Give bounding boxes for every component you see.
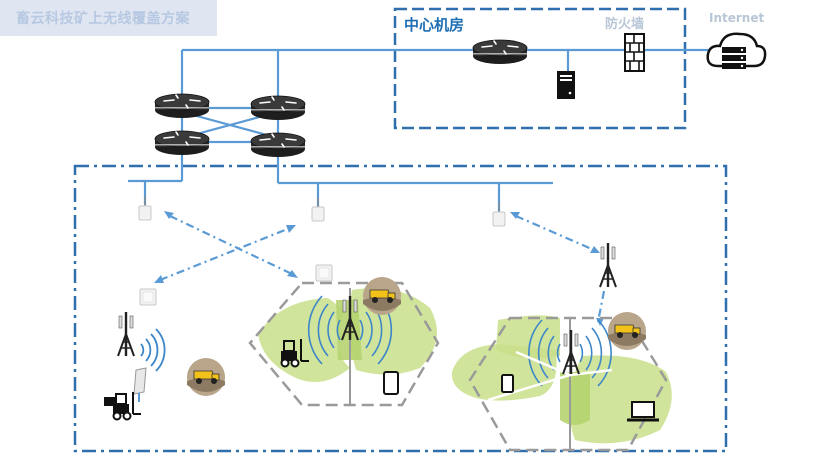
wireless-waves-icon: [140, 328, 166, 372]
wireless-links: [159, 214, 606, 323]
router-icon: [250, 95, 306, 121]
access-point-icon: [138, 195, 152, 221]
antenna-tower-icon: [599, 242, 617, 288]
firewall-icon: [624, 33, 645, 72]
internet-label: Internet: [709, 11, 765, 25]
control-room-frame: [393, 7, 687, 130]
page-title: 畜云科技矿上无线覆盖方案: [16, 11, 190, 27]
access-point-icon: [315, 264, 333, 282]
router-icon: [154, 93, 210, 119]
cpe-device-icon: [133, 367, 147, 402]
field-frame: [73, 164, 728, 453]
cloud-icon: [706, 32, 767, 69]
control-room-label: 中心机房: [404, 16, 465, 34]
router-icon: [250, 132, 306, 158]
phone-icon: [501, 374, 514, 393]
firewall-label: 防火墙: [605, 17, 645, 32]
router-icon: [154, 130, 210, 156]
access-point-icon: [492, 201, 506, 227]
dump-truck-icon: [362, 276, 402, 316]
dump-truck-icon: [186, 357, 226, 397]
antenna-tower-icon: [117, 311, 135, 357]
router-icon: [472, 39, 528, 65]
access-point-icon: [311, 196, 325, 222]
title-banner: 畜云科技矿上无线覆盖方案: [0, 0, 217, 36]
dump-truck-icon: [607, 311, 647, 351]
antenna-tower-icon: [562, 329, 580, 375]
forklift-icon: [112, 391, 142, 421]
access-point-icon: [139, 288, 157, 306]
phone-icon: [383, 371, 399, 395]
laptop-icon: [627, 401, 659, 422]
backbone-links: [128, 48, 710, 212]
server-icon: [557, 71, 575, 99]
